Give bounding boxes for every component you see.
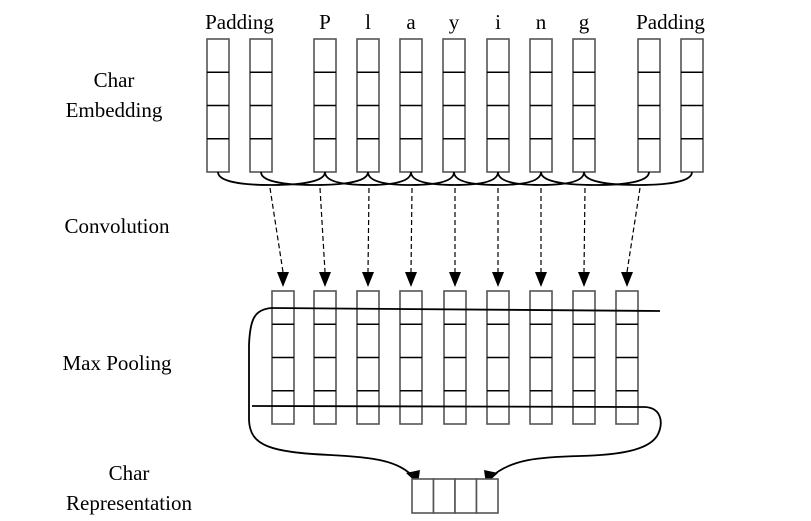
feature-map-column [572, 290, 596, 425]
conv-window-left-curve [217, 171, 272, 186]
conv-window-right-curve [637, 171, 693, 186]
embedding-column [486, 38, 510, 173]
conv-window-right-curve [454, 171, 499, 186]
conv-window-right-curve [594, 171, 650, 186]
feature-map-column [443, 290, 467, 425]
conv-arrowhead [535, 272, 547, 287]
conv-window-right-curve [410, 171, 455, 186]
conv-window-left-curve [260, 171, 315, 186]
token-label-char: y [449, 10, 460, 34]
conv-dashed-arrow [367, 187, 370, 273]
conv-arrowhead [578, 272, 590, 287]
feature-map-columns [271, 290, 639, 425]
char-representation-vector [411, 478, 499, 514]
stage-label-convolution: Convolution [64, 214, 170, 238]
max-pool-top-line [271, 307, 661, 312]
output-cell [411, 478, 435, 514]
embedding-column [313, 38, 337, 173]
conv-arrowhead [319, 272, 331, 287]
embedding-column [529, 38, 553, 173]
conv-window-right-curve [271, 171, 326, 186]
conv-arrowhead [405, 272, 417, 287]
token-label-char: n [536, 10, 547, 34]
feature-map-column [271, 290, 295, 425]
token-label-char: i [495, 10, 501, 34]
conv-window-left-curve [324, 171, 369, 186]
feature-map-column [313, 290, 337, 425]
conv-window-left-curve [583, 171, 639, 186]
conv-dashed-arrow [410, 187, 413, 273]
conv-dashed-arrow [269, 187, 284, 273]
embedding-column [249, 38, 273, 173]
conv-arrowhead [492, 272, 504, 287]
embedding-column [572, 38, 596, 173]
embedding-column [206, 38, 230, 173]
stage-label-char-rep: Char [109, 461, 150, 485]
token-label-char: a [406, 10, 416, 34]
embedding-column [637, 38, 661, 173]
conv-window-left-curve [367, 171, 412, 186]
embedding-column [399, 38, 423, 173]
output-cell [432, 478, 456, 514]
conv-arrowhead [277, 272, 289, 287]
conv-window-left-curve [453, 171, 498, 186]
token-label-char: P [319, 10, 331, 34]
conv-window-right-curve [367, 171, 412, 186]
max-pool-left-curve [248, 307, 415, 479]
output-cell [475, 478, 499, 514]
conv-window-left-curve [497, 171, 542, 186]
embedding-column [442, 38, 466, 173]
conv-window-right-curve [497, 171, 542, 186]
feature-map-column [356, 290, 380, 425]
conv-dashed-arrow [626, 187, 641, 273]
conv-dashed-arrow [319, 187, 326, 273]
max-pool-bottom-line [251, 405, 662, 479]
token-label-char: l [365, 10, 371, 34]
feature-map-column [615, 290, 639, 425]
conv-dashed-arrow [583, 187, 586, 273]
feature-map-column [486, 290, 510, 425]
token-label-char: g [579, 10, 590, 34]
embedding-columns [206, 38, 704, 173]
stage-label-embedding: Embedding [66, 98, 163, 122]
token-label-padding: Padding [205, 10, 274, 34]
embedding-column [680, 38, 704, 173]
feature-map-column [399, 290, 423, 425]
output-cell [454, 478, 478, 514]
conv-window-left-curve [410, 171, 455, 186]
convolution-window-curves [217, 171, 693, 186]
stage-label-representation: Representation [66, 491, 192, 515]
conv-arrowhead [362, 272, 374, 287]
convolution-arrows [269, 187, 641, 287]
conv-arrowhead [449, 272, 461, 287]
feature-map-column [529, 290, 553, 425]
conv-arrowhead [621, 272, 633, 287]
stage-label-max-pooling: Max Pooling [62, 351, 172, 375]
stage-label-char: Char [94, 68, 135, 92]
conv-window-left-curve [540, 171, 596, 186]
embedding-column [356, 38, 380, 173]
token-label-padding: Padding [636, 10, 705, 34]
